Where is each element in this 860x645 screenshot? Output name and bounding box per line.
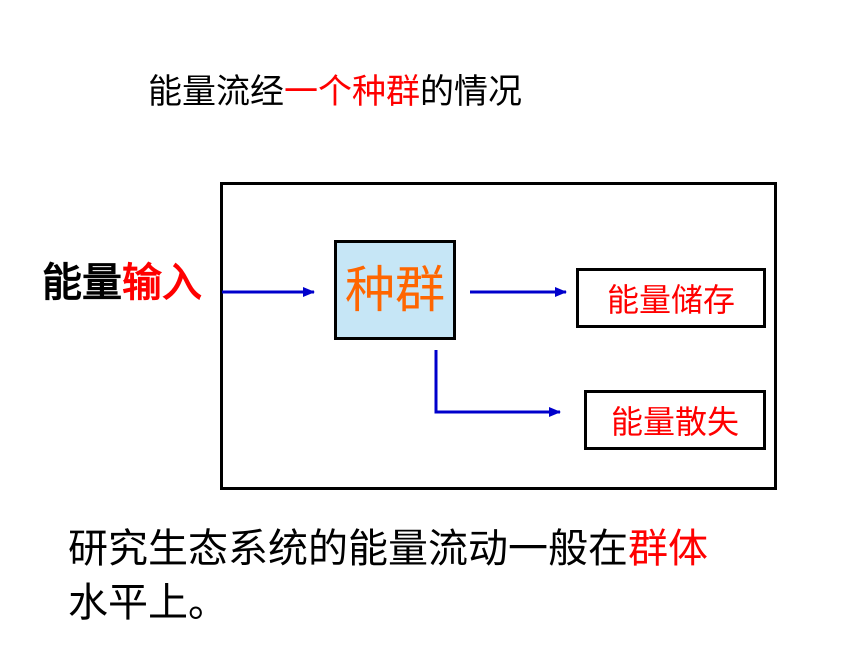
energy-input-label: 能量输入 [42,258,202,308]
energy-loss-label: 能量散失 [610,403,739,441]
population-boundary-box [220,182,777,490]
note-highlight: 群体 [628,526,708,572]
slide-title: 能量流经一个种群的情况 [148,70,522,114]
population-node: 种群 [334,240,456,340]
title-text-1: 能量流经 [148,72,284,112]
input-label-highlight: 输入 [122,260,202,306]
input-label-text: 能量 [42,260,122,306]
title-text-2: 的情况 [420,72,522,112]
conclusion-note: 研究生态系统的能量流动一般在群体水平上。 [68,522,788,630]
note-text-2: 水平上。 [68,580,228,626]
energy-loss-node: 能量散失 [584,390,766,450]
energy-storage-node: 能量储存 [576,268,766,328]
note-text-1: 研究生态系统的能量流动一般在 [68,526,628,572]
title-highlight: 一个种群 [284,72,420,112]
population-label: 种群 [345,261,445,319]
energy-storage-label: 能量储存 [606,281,735,319]
